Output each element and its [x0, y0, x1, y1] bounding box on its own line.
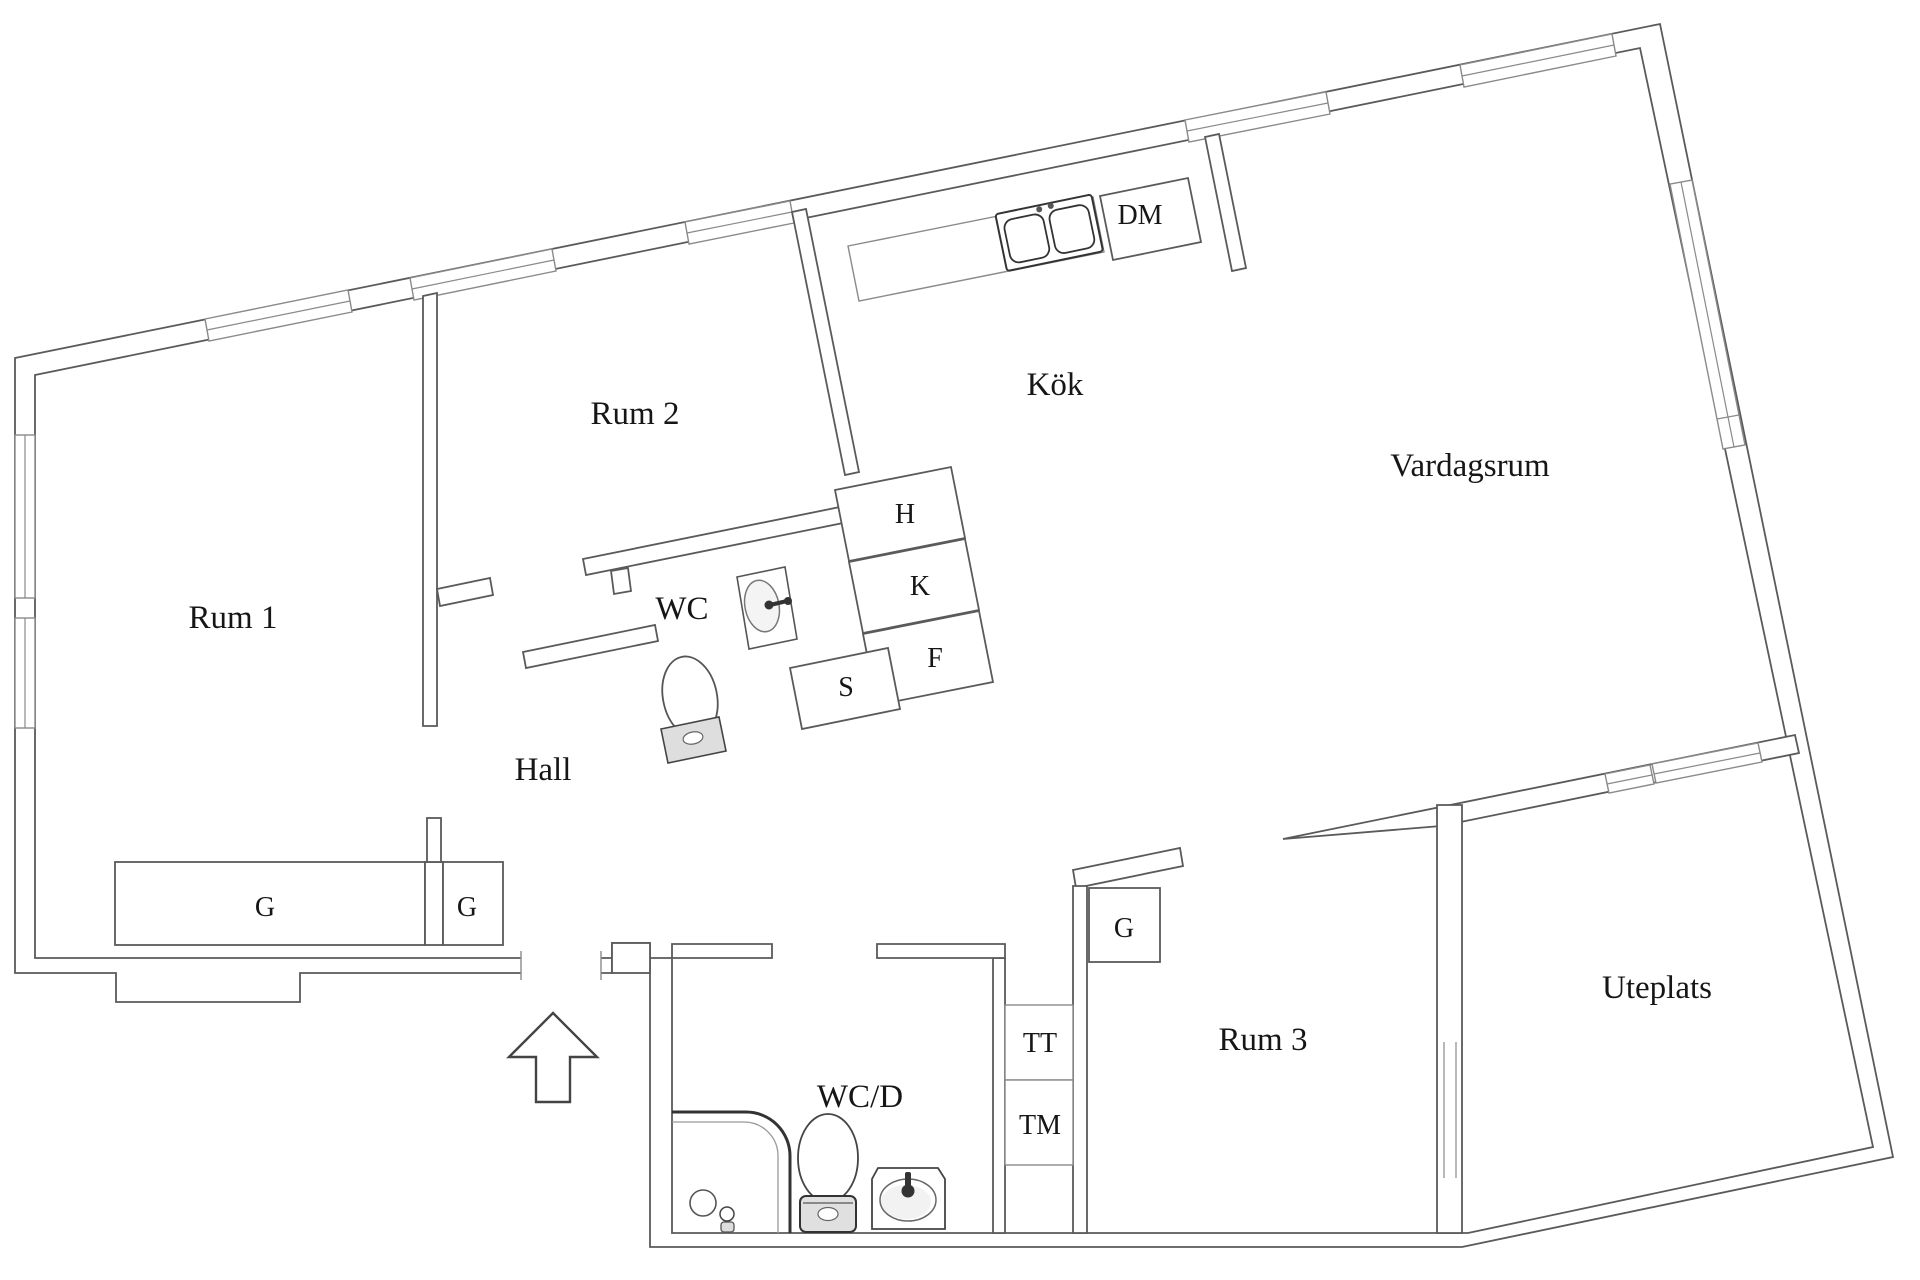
- interior-walls: [422, 132, 1801, 1234]
- toilet-bowl: [797, 1113, 859, 1203]
- window-vardagsrum-left-glass: [1186, 102, 1329, 132]
- uteplats-door-glass-small-line: [1606, 774, 1653, 785]
- wall-wcd-east: [992, 957, 1006, 1234]
- kitchen-sink-bowl-right: [1048, 204, 1096, 254]
- label-kok: Kök: [1027, 367, 1084, 403]
- closet-s: [788, 646, 902, 731]
- wcd-sink-faucet: [901, 1184, 915, 1198]
- window-right-divider: [1716, 414, 1740, 420]
- label-uteplats: Uteplats: [1602, 970, 1712, 1006]
- wall-wcd-north-west: [671, 943, 773, 959]
- shower-enclosure: [672, 1110, 792, 1233]
- shower-enclosure-inner: [672, 1121, 779, 1233]
- kitchen-faucet-dot2: [1047, 202, 1054, 209]
- windows: [14, 33, 1746, 729]
- toilet-button: [817, 1206, 839, 1222]
- window-vardagsrum-right-glass: [1461, 44, 1615, 77]
- wall-kok-vardagsrum: [1203, 132, 1248, 273]
- label-wc: WC: [655, 591, 708, 627]
- label-g-left-small: G: [457, 892, 477, 923]
- label-vardagsrum: Vardagsrum: [1390, 448, 1550, 484]
- label-g-rum3: G: [1114, 913, 1134, 944]
- entrance: [506, 1011, 600, 1104]
- wc-sink-faucet-dot2: [784, 597, 792, 605]
- closets: [114, 465, 1161, 1166]
- wall-rum3-west: [1072, 885, 1088, 1234]
- entrance-arrow-icon: [506, 1011, 600, 1104]
- entrance-door-opening: [521, 949, 601, 982]
- kitchen-faucet-dot1: [1036, 206, 1043, 213]
- label-wcd: WC/D: [817, 1079, 903, 1115]
- kitchen-sink: [994, 193, 1104, 272]
- closet-g-small: [442, 861, 504, 946]
- wc-toilet-button: [682, 731, 704, 745]
- wcd-sink-shade: [881, 1185, 931, 1219]
- label-dm: DM: [1117, 200, 1162, 231]
- appliance-dm: [1098, 176, 1203, 262]
- appliance-tm: [1004, 1079, 1074, 1166]
- closet-g-rum3: [1088, 887, 1161, 963]
- label-g-left-large: G: [255, 892, 275, 923]
- wall-kok-west: [790, 207, 861, 477]
- label-rum2: Rum 2: [591, 396, 680, 432]
- window-right-glass: [1680, 181, 1735, 448]
- shower-drain: [689, 1189, 717, 1217]
- closet-k: [847, 537, 981, 635]
- wall-rum2-stub: [435, 576, 495, 608]
- entrance-notch: [611, 942, 651, 974]
- label-rum3: Rum 3: [1219, 1022, 1308, 1058]
- wall-rum1-rum2: [422, 291, 438, 727]
- uteplats-door-glass-large-line: [1653, 752, 1761, 775]
- appliance-tt: [1004, 1004, 1074, 1081]
- kitchen-sink-bowl-left: [1003, 213, 1051, 264]
- label-f: F: [927, 643, 943, 674]
- closet-h: [833, 465, 967, 563]
- wcd-fixtures: [672, 1110, 946, 1233]
- wall-rum2-south: [581, 505, 845, 577]
- window-rum1-glass: [206, 300, 351, 331]
- rum3-uteplats-door-opening: [1439, 1042, 1460, 1178]
- wc-sink-faucet-dot1: [764, 600, 774, 610]
- label-hall: Hall: [515, 752, 572, 788]
- shower-head-base: [720, 1221, 735, 1233]
- window-kok-glass: [686, 211, 793, 234]
- wall-rum3-northwest: [1071, 846, 1185, 890]
- closet-g-large: [114, 861, 426, 946]
- label-s: S: [838, 672, 854, 703]
- label-tt: TT: [1023, 1028, 1057, 1059]
- wcd-sink-faucet-stem: [905, 1172, 911, 1188]
- shower-head: [719, 1206, 735, 1222]
- window-rum2-glass: [411, 259, 555, 290]
- labels: Rum 1 Rum 2 Kök Vardagsrum Hall WC WC/D …: [189, 200, 1712, 1141]
- wc-fixtures: [660, 566, 798, 764]
- label-h: H: [895, 499, 915, 530]
- label-k: K: [910, 571, 930, 602]
- label-rum1: Rum 1: [189, 600, 278, 636]
- closet-g-stub: [426, 817, 442, 863]
- wall-wc-south: [521, 623, 660, 670]
- wall-wcd-north-east: [876, 943, 1006, 959]
- wall-wc-corner-stub: [609, 566, 633, 596]
- label-tm: TM: [1019, 1110, 1061, 1141]
- kitchen-fixtures: [847, 176, 1203, 302]
- closet-g-divider: [424, 861, 444, 946]
